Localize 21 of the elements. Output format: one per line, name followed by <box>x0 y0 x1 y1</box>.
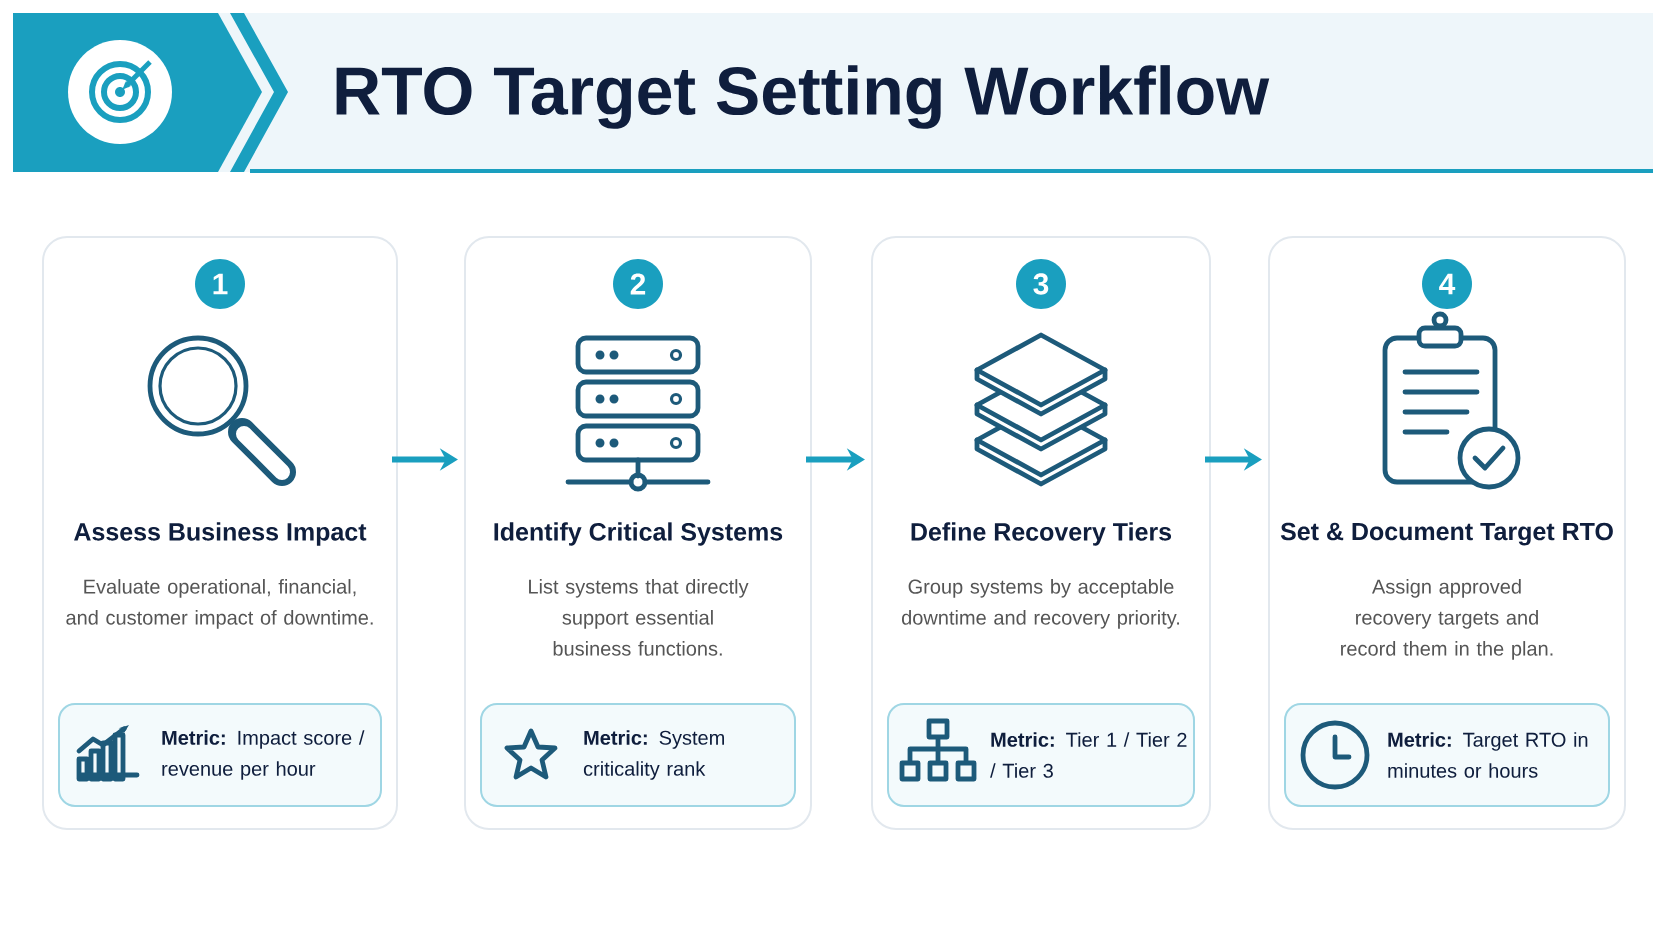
number-badge: 3 <box>1016 259 1066 309</box>
metric-text: Metric: System criticality rank <box>583 730 724 780</box>
metric-box <box>58 703 382 807</box>
card-description: List systems that directly support essential business functions. <box>529 579 749 656</box>
number-badge: 4 <box>1422 259 1472 309</box>
title: RTO Target Setting Workflow <box>336 65 1270 129</box>
number-badge: 2 <box>613 259 663 309</box>
card-title: Assess Business Impact <box>74 522 367 546</box>
card-description: Evaluate operational, financial, and customer impact of downtime. <box>66 579 373 629</box>
card-title: Set & Document Target RTO <box>1280 522 1613 546</box>
metric-box <box>1284 703 1610 807</box>
metric-text: Metric: Impact score / revenue per hour <box>162 730 365 780</box>
metric-text: Metric: Tier 1 / Tier 2 / Tier 3 <box>990 732 1187 778</box>
metric-box <box>887 703 1195 807</box>
card-description: Assign approved recovery targets and record them in the plan. <box>1341 579 1553 660</box>
number-badge: 1 <box>195 259 245 309</box>
metric-text: Metric: Target RTO in minutes or hours <box>1388 732 1588 778</box>
card-title: Define Recovery Tiers <box>911 522 1172 546</box>
card-description: Group systems by acceptable downtime and recovery priority. <box>902 579 1179 629</box>
card-title: Identify Critical Systems <box>494 522 783 546</box>
metric-box <box>480 703 796 807</box>
